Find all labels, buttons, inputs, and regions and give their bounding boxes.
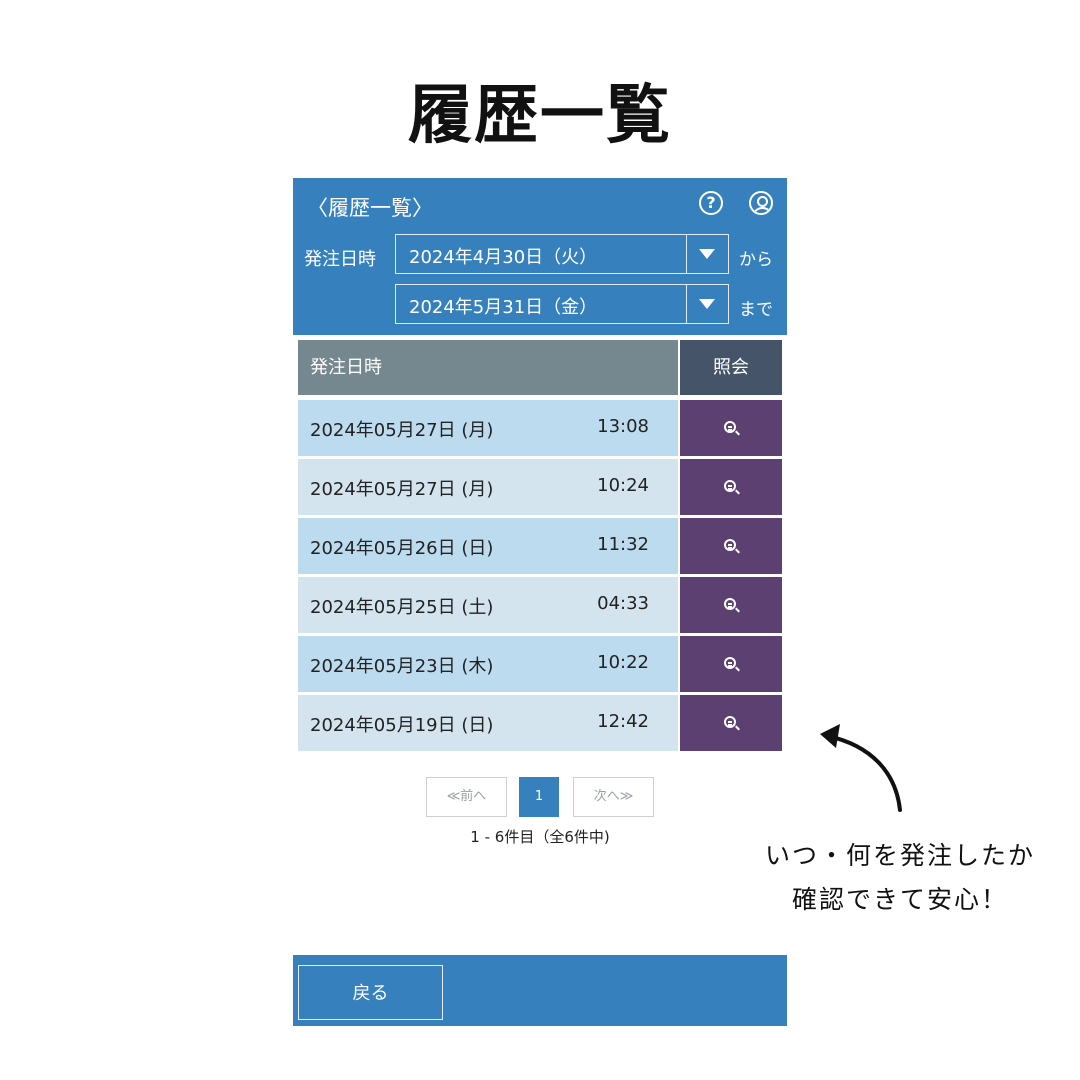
column-header-view: 照会 [680, 340, 782, 395]
table-row: 2024年05月25日 (土) 04:33 [298, 577, 782, 633]
help-icon[interactable]: ? [699, 191, 723, 215]
app-footer: 戻る [293, 955, 787, 1026]
row-datetime: 2024年05月27日 (月) 10:24 [298, 459, 678, 515]
search-icon [724, 421, 736, 433]
next-page-button[interactable]: 次へ≫ [573, 777, 654, 817]
table-row: 2024年05月19日 (日) 12:42 [298, 695, 782, 751]
view-detail-button[interactable] [680, 459, 782, 515]
pagination: ≪前へ 1 次へ≫ [293, 777, 787, 819]
table-row: 2024年05月27日 (月) 10:24 [298, 459, 782, 515]
back-button[interactable]: 戻る [298, 965, 443, 1020]
current-page-button[interactable]: 1 [519, 777, 559, 817]
row-time: 11:32 [597, 534, 649, 555]
row-datetime: 2024年05月25日 (土) 04:33 [298, 577, 678, 633]
caret-down-icon [699, 249, 715, 259]
annotation-callout: いつ・何を発注したか 確認できて安心！ [740, 834, 1060, 922]
date-from-suffix: から [739, 250, 773, 270]
row-time: 13:08 [597, 416, 649, 437]
date-from-dropdown-button[interactable] [686, 235, 728, 273]
view-detail-button[interactable] [680, 518, 782, 574]
table-header: 発注日時 照会 [298, 340, 782, 395]
date-from-select[interactable]: 2024年4月30日（火） [395, 234, 729, 274]
prev-page-button[interactable]: ≪前へ [426, 777, 507, 817]
date-to-value: 2024年5月31日（金） [409, 297, 598, 318]
date-to-dropdown-button[interactable] [686, 285, 728, 323]
search-icon [724, 598, 736, 610]
view-detail-button[interactable] [680, 577, 782, 633]
date-to-select[interactable]: 2024年5月31日（金） [395, 284, 729, 324]
row-datetime: 2024年05月19日 (日) 12:42 [298, 695, 678, 751]
row-time: 04:33 [597, 593, 649, 614]
column-header-date: 発注日時 [298, 340, 678, 395]
row-date: 2024年05月26日 (日) [310, 538, 494, 559]
pagination-info: 1 - 6件目（全6件中) [470, 828, 610, 846]
order-date-label: 発注日時 [304, 249, 376, 270]
row-date: 2024年05月27日 (月) [310, 420, 494, 441]
row-date: 2024年05月23日 (木) [310, 656, 494, 677]
curved-arrow-icon [820, 724, 902, 812]
history-table: 発注日時 照会 2024年05月27日 (月) 13:08 2024年05月27… [298, 340, 782, 751]
table-row: 2024年05月23日 (木) 10:22 [298, 636, 782, 692]
date-to-suffix: まで [739, 300, 773, 320]
row-time: 12:42 [597, 711, 649, 732]
search-icon [724, 716, 736, 728]
date-from-value: 2024年4月30日（火） [409, 247, 598, 268]
view-detail-button[interactable] [680, 636, 782, 692]
view-detail-button[interactable] [680, 695, 782, 751]
row-date: 2024年05月27日 (月) [310, 479, 494, 500]
search-icon [724, 657, 736, 669]
app-header: 〈履歴一覧〉 ? 発注日時 2024年4月30日（火） から 2024年5月31… [293, 178, 787, 335]
row-datetime: 2024年05月27日 (月) 13:08 [298, 400, 678, 456]
annotation-line-1: いつ・何を発注したか [764, 841, 1035, 870]
table-row: 2024年05月26日 (日) 11:32 [298, 518, 782, 574]
page-title: 履歴一覧 [408, 79, 672, 153]
caret-down-icon [699, 299, 715, 309]
row-date: 2024年05月25日 (土) [310, 597, 494, 618]
annotation-line-2: 確認できて安心！ [791, 885, 1008, 914]
view-detail-button[interactable] [680, 400, 782, 456]
row-date: 2024年05月19日 (日) [310, 715, 494, 736]
history-app-screen: 〈履歴一覧〉 ? 発注日時 2024年4月30日（火） から 2024年5月31… [293, 178, 787, 1026]
header-title: 〈履歴一覧〉 [307, 196, 433, 220]
user-account-icon[interactable] [749, 191, 773, 215]
search-icon [724, 539, 736, 551]
row-time: 10:22 [597, 652, 649, 673]
table-row: 2024年05月27日 (月) 13:08 [298, 400, 782, 456]
row-datetime: 2024年05月23日 (木) 10:22 [298, 636, 678, 692]
row-datetime: 2024年05月26日 (日) 11:32 [298, 518, 678, 574]
row-time: 10:24 [597, 475, 649, 496]
search-icon [724, 480, 736, 492]
